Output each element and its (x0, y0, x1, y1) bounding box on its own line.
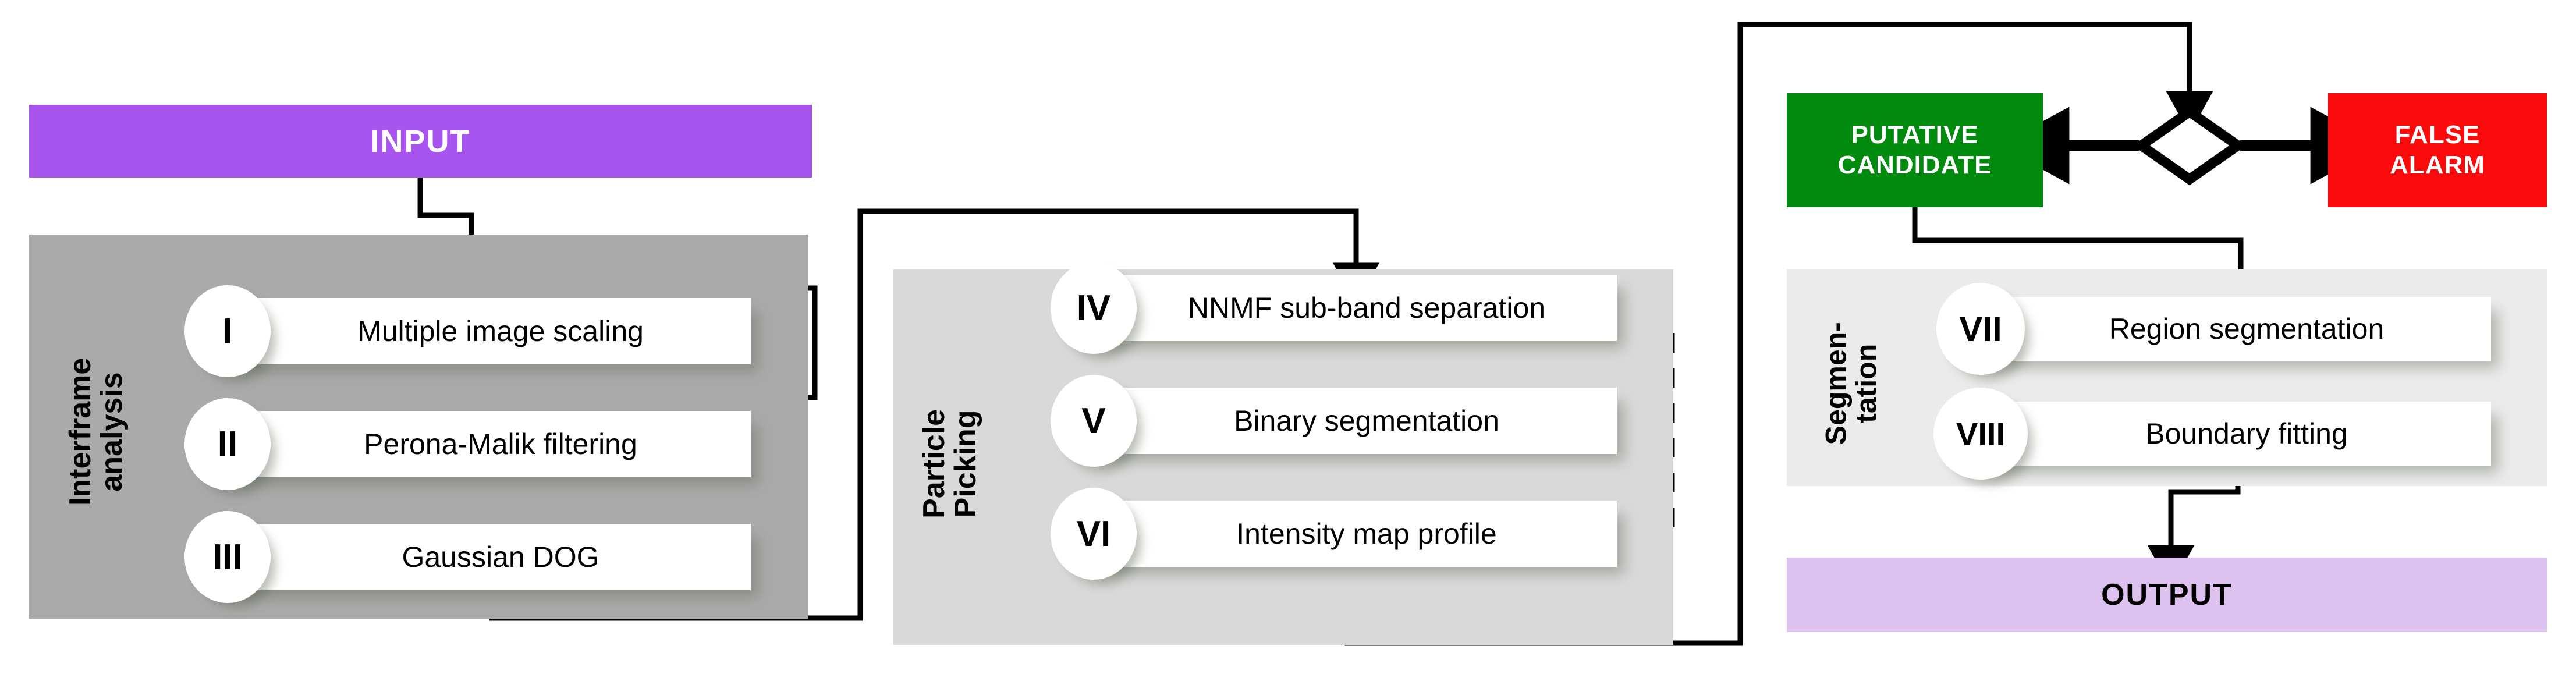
putative-candidate-box[interactable]: PUTATIVE CANDIDATE (1787, 93, 2043, 207)
group-label-segmentation-text: Segmen- tation (1819, 322, 1883, 445)
step-badge-6: VI (1051, 488, 1137, 580)
step-badge-4-text: IV (1076, 288, 1111, 328)
step-box-3[interactable]: Gaussian DOG (227, 524, 751, 590)
step-row-5[interactable]: Binary segmentation V (1051, 375, 1617, 467)
step-row-8[interactable]: Boundary fitting VIII (1933, 388, 2491, 480)
step-badge-6-text: VI (1076, 513, 1111, 554)
step-badge-3-text: III (212, 537, 243, 577)
step-row-7[interactable]: Region segmentation VII (1936, 283, 2491, 375)
step-box-7[interactable]: Region segmentation (1979, 297, 2491, 361)
step-row-2[interactable]: Perona-Malik filtering II (184, 398, 751, 490)
step-row-4[interactable]: NNMF sub-band separation IV (1051, 262, 1617, 354)
step-label-3: Gaussian DOG (402, 541, 599, 573)
step-badge-2-text: II (217, 424, 238, 464)
step-label-8: Boundary fitting (2145, 417, 2348, 450)
step-label-1: Multiple image scaling (357, 315, 644, 347)
step-badge-5: V (1051, 375, 1137, 467)
step-box-4[interactable]: NNMF sub-band separation (1093, 275, 1617, 341)
step-row-1[interactable]: Multiple image scaling I (184, 285, 751, 377)
output-terminal[interactable]: OUTPUT (1787, 558, 2547, 632)
input-terminal-label: INPUT (370, 123, 471, 159)
decision-diamond[interactable] (2133, 105, 2247, 186)
false-alarm-label: FALSE ALARM (2390, 120, 2485, 179)
step-badge-7-text: VII (1959, 309, 2002, 349)
step-badge-7: VII (1936, 283, 2025, 375)
step-row-3[interactable]: Gaussian DOG III (184, 511, 751, 603)
step-badge-4: IV (1051, 262, 1137, 354)
step-label-2: Perona-Malik filtering (364, 428, 637, 460)
step-badge-1: I (184, 285, 271, 377)
output-terminal-label: OUTPUT (2101, 578, 2233, 612)
step-box-8[interactable]: Boundary fitting (1979, 402, 2491, 466)
step-box-2[interactable]: Perona-Malik filtering (227, 411, 751, 477)
group-label-particle-picking: Particle Picking (886, 377, 983, 551)
step-badge-2: II (184, 398, 271, 490)
group-label-segmentation: Segmen- tation (1790, 296, 1883, 471)
step-box-6[interactable]: Intensity map profile (1093, 501, 1617, 567)
step-row-6[interactable]: Intensity map profile VI (1051, 488, 1617, 580)
step-badge-1-text: I (222, 311, 233, 352)
step-label-5: Binary segmentation (1234, 405, 1499, 437)
input-terminal[interactable]: INPUT (29, 105, 812, 178)
step-badge-8-text: VIII (1956, 415, 2006, 452)
step-label-7: Region segmentation (2109, 313, 2385, 345)
step-label-4: NNMF sub-band separation (1187, 292, 1546, 324)
putative-candidate-label: PUTATIVE CANDIDATE (1837, 120, 1992, 179)
step-badge-3: III (184, 511, 271, 603)
step-badge-5-text: V (1081, 400, 1106, 441)
step-box-5[interactable]: Binary segmentation (1093, 388, 1617, 454)
group-label-interframe-text: Interframe analysis (63, 357, 129, 506)
step-box-1[interactable]: Multiple image scaling (227, 298, 751, 364)
step-label-6: Intensity map profile (1236, 517, 1497, 550)
group-label-particle-picking-text: Particle Picking (917, 409, 983, 519)
group-label-interframe: Interframe analysis (33, 345, 129, 519)
wire-candidate-to-step7 (1912, 207, 2265, 328)
false-alarm-box[interactable]: FALSE ALARM (2328, 93, 2547, 207)
step-badge-8: VIII (1933, 388, 2028, 480)
